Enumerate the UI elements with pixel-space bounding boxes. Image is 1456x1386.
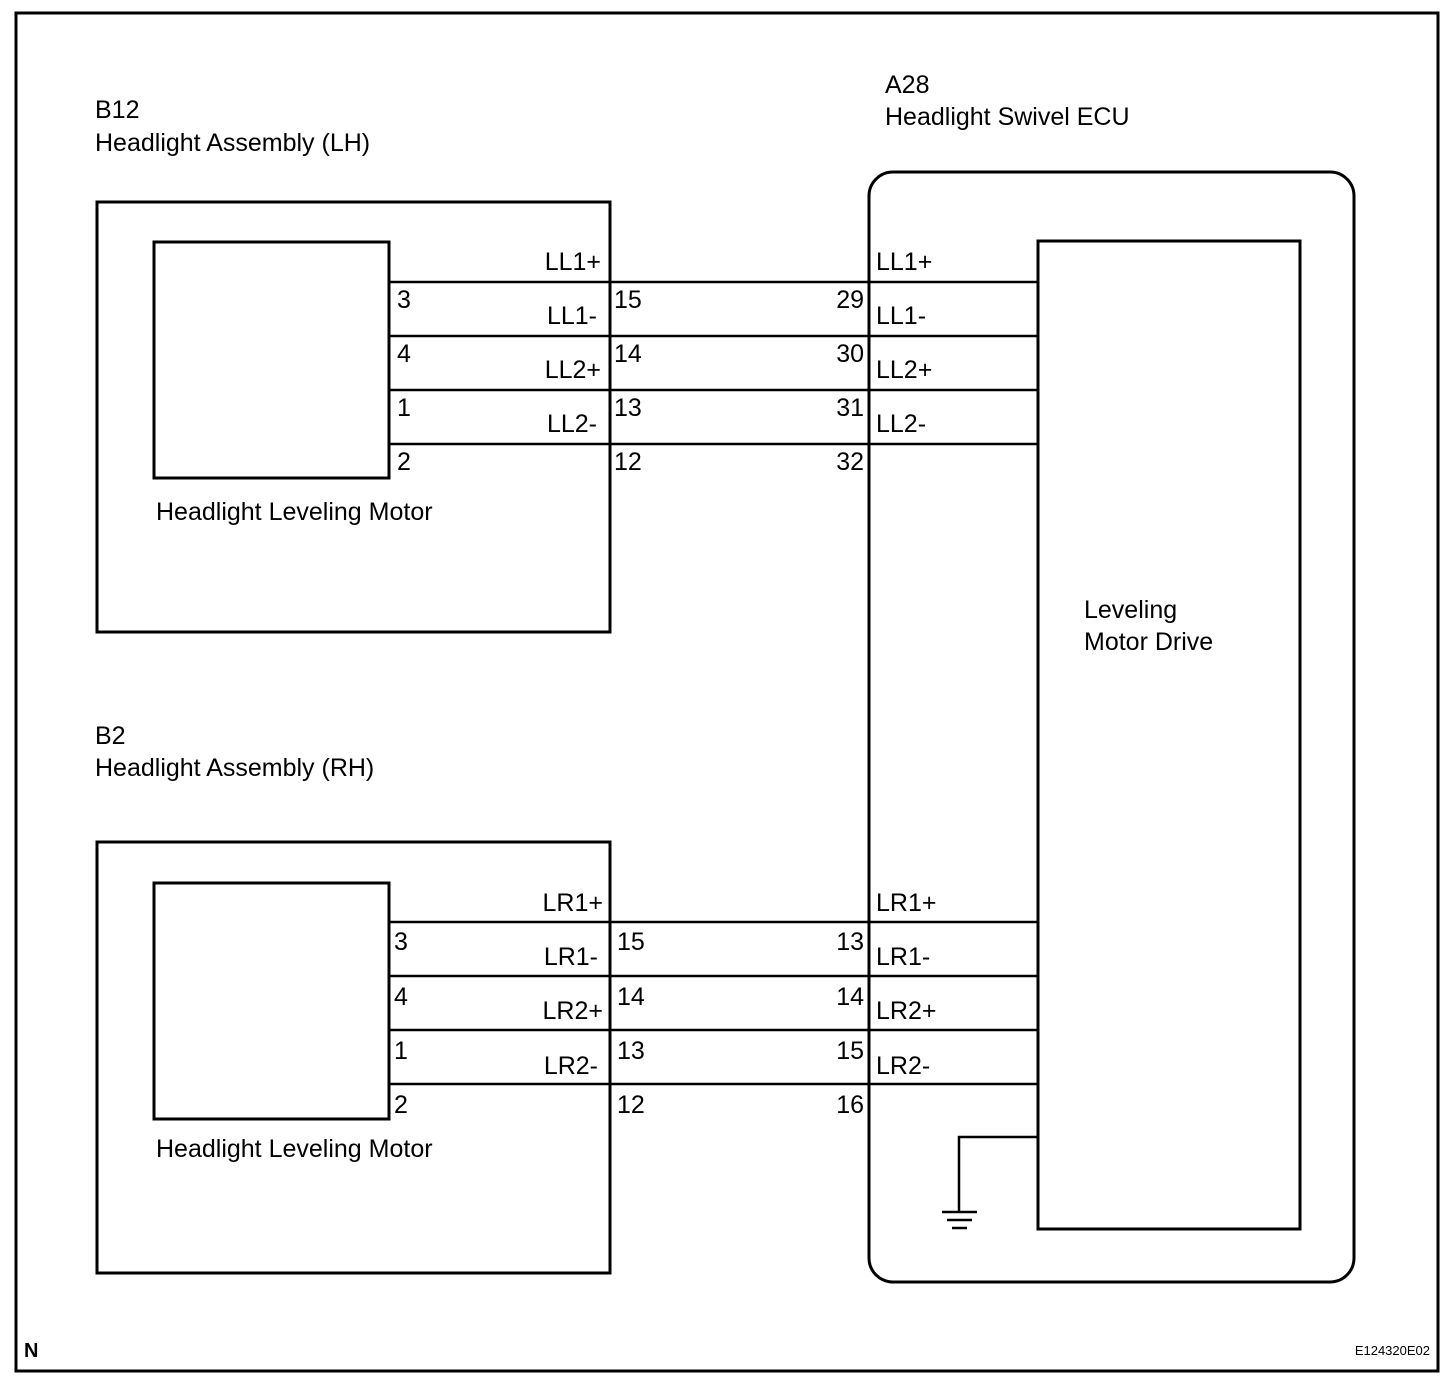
lh-signal-label: LL2+ bbox=[545, 356, 601, 384]
lh-connector-pin: 14 bbox=[614, 340, 642, 368]
ecu-rh-signal: LR2+ bbox=[876, 997, 936, 1025]
lh-motor-label: Headlight Leveling Motor bbox=[156, 498, 433, 526]
rh-signal-label: LR1+ bbox=[543, 889, 603, 917]
ecu-lh-signal: LL2- bbox=[876, 410, 926, 438]
lh-motor-box bbox=[152, 240, 391, 480]
drive-label-line2: Motor Drive bbox=[1084, 628, 1213, 656]
ecu-code: A28 bbox=[885, 71, 929, 99]
rh-signal-label: LR2- bbox=[544, 1052, 598, 1080]
lh-assembly-code: B12 bbox=[95, 96, 139, 124]
rh-assembly-code: B2 bbox=[95, 722, 126, 750]
lh-signal-label: LL1+ bbox=[545, 248, 601, 276]
ecu-rh-signal: LR1- bbox=[876, 943, 930, 971]
ecu-lh-pin: 30 bbox=[836, 340, 864, 368]
figure-id: E124320E02 bbox=[1355, 1343, 1430, 1358]
rh-connector-pin: 13 bbox=[617, 1037, 645, 1065]
rh-signal-label: LR2+ bbox=[543, 997, 603, 1025]
footer-left-mark: N bbox=[24, 1340, 38, 1362]
ecu-rh-pin: 15 bbox=[836, 1037, 864, 1065]
lh-motor-pin: 3 bbox=[397, 286, 411, 314]
rh-motor-pin: 3 bbox=[394, 928, 408, 956]
lh-signal-label: LL1- bbox=[547, 302, 597, 330]
ecu-rh-signal: LR1+ bbox=[876, 889, 936, 917]
rh-motor-label: Headlight Leveling Motor bbox=[156, 1135, 433, 1163]
lh-motor-pin: 4 bbox=[397, 340, 411, 368]
ecu-box bbox=[867, 170, 1356, 1284]
rh-signal-label: LR1- bbox=[544, 943, 598, 971]
ground-icon bbox=[942, 1135, 1038, 1230]
diagram-frame bbox=[14, 11, 1440, 1373]
ecu-name: Headlight Swivel ECU bbox=[885, 103, 1130, 131]
ecu-lh-signal: LL1- bbox=[876, 302, 926, 330]
lh-assembly-box bbox=[95, 200, 612, 634]
rh-motor-pin: 4 bbox=[394, 983, 408, 1011]
rh-assembly-box bbox=[95, 840, 612, 1275]
drive-label-line1: Leveling bbox=[1084, 596, 1177, 624]
rh-connector-pin: 15 bbox=[617, 928, 645, 956]
lh-connector-pin: 12 bbox=[614, 448, 642, 476]
rh-motor-box bbox=[152, 881, 391, 1121]
lh-motor-pin: 2 bbox=[397, 448, 411, 476]
lh-signal-label: LL2- bbox=[547, 410, 597, 438]
lh-connector-pin: 15 bbox=[614, 286, 642, 314]
ecu-lh-signal: LL1+ bbox=[876, 248, 932, 276]
ecu-lh-pin: 32 bbox=[836, 448, 864, 476]
leveling-motor-drive-box bbox=[1036, 239, 1302, 1231]
ecu-rh-pin: 14 bbox=[836, 983, 864, 1011]
ecu-lh-signal: LL2+ bbox=[876, 356, 932, 384]
rh-connector-pin: 12 bbox=[617, 1091, 645, 1119]
ecu-rh-pin: 16 bbox=[836, 1091, 864, 1119]
lh-motor-pin: 1 bbox=[397, 394, 411, 422]
ecu-lh-pin: 29 bbox=[836, 286, 864, 314]
ecu-rh-pin: 13 bbox=[836, 928, 864, 956]
ecu-lh-pin: 31 bbox=[836, 394, 864, 422]
lh-assembly-name: Headlight Assembly (LH) bbox=[95, 129, 370, 157]
rh-motor-pin: 1 bbox=[394, 1037, 408, 1065]
rh-assembly-name: Headlight Assembly (RH) bbox=[95, 754, 374, 782]
lh-connector-pin: 13 bbox=[614, 394, 642, 422]
rh-connector-pin: 14 bbox=[617, 983, 645, 1011]
ecu-rh-signal: LR2- bbox=[876, 1052, 930, 1080]
rh-motor-pin: 2 bbox=[394, 1091, 408, 1119]
